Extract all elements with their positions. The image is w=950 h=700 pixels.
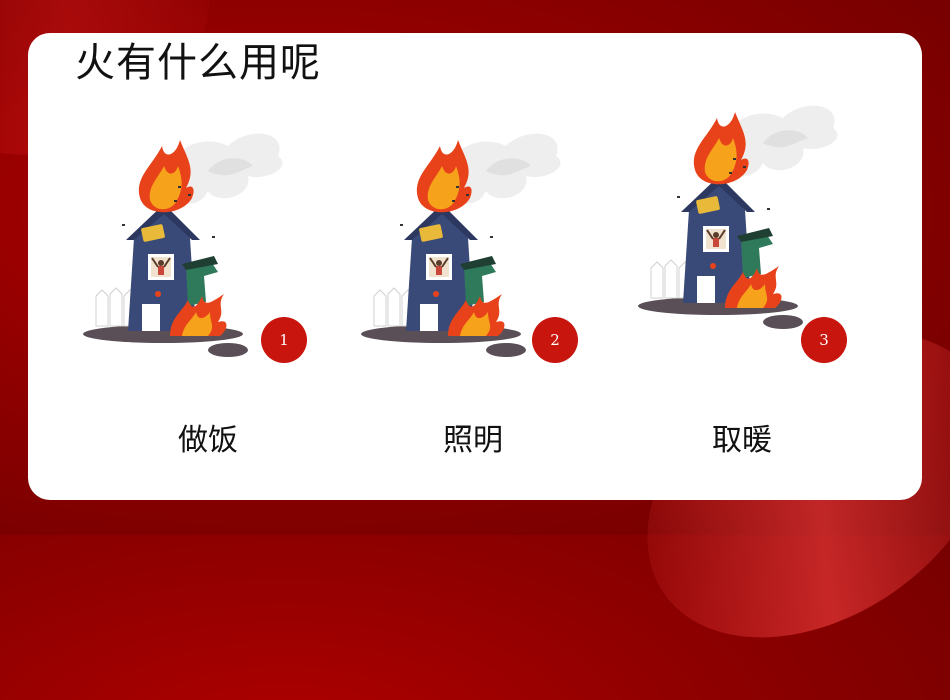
item-number-badge: 3 [801, 317, 847, 363]
burning-house-icon [82, 132, 284, 358]
item-number-badge: 1 [261, 317, 307, 363]
item-label-cooking: 做饭 [178, 423, 238, 458]
item-label-lighting: 照明 [443, 423, 503, 458]
item-label-warmth: 取暖 [712, 423, 772, 458]
slide-title: 火有什么用呢 [75, 40, 321, 86]
item-number-badge: 2 [532, 317, 578, 363]
burning-house-icon [637, 104, 839, 330]
